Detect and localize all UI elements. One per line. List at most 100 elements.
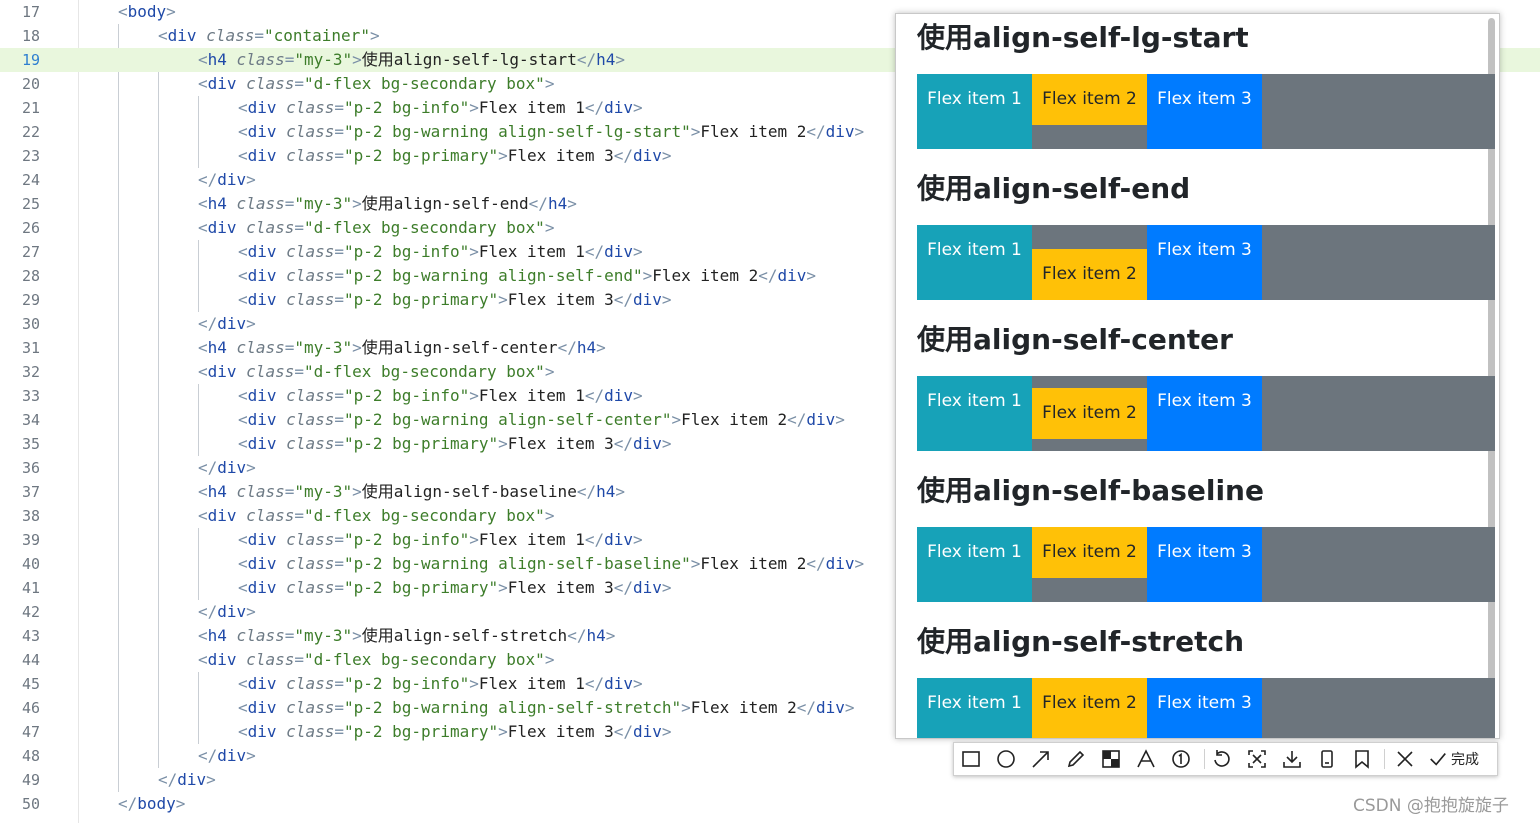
number-icon[interactable] bbox=[1167, 746, 1195, 772]
token-txt: Flex item 1 bbox=[478, 98, 585, 117]
circle-icon[interactable] bbox=[992, 746, 1020, 772]
arrow-icon[interactable] bbox=[1027, 746, 1055, 772]
flex-item-1: Flex item 1 bbox=[917, 678, 1032, 738]
code-line[interactable]: 44<div class="d-flex bg-secondary box"> bbox=[0, 648, 1540, 672]
mosaic-icon[interactable] bbox=[1097, 746, 1125, 772]
line-number: 43 bbox=[21, 627, 40, 645]
token-txt: Flex item 2 bbox=[700, 122, 807, 141]
token-tag: h4 bbox=[207, 50, 237, 69]
ocr-icon[interactable] bbox=[1243, 746, 1271, 772]
token-tag: div bbox=[247, 290, 287, 309]
code-line[interactable]: 23<div class="p-2 bg-primary">Flex item … bbox=[0, 144, 1540, 168]
code-line[interactable]: 30</div> bbox=[0, 312, 1540, 336]
token-br: > bbox=[661, 146, 672, 165]
code-line[interactable]: 32<div class="d-flex bg-secondary box"> bbox=[0, 360, 1540, 384]
code-line[interactable]: 36</div> bbox=[0, 456, 1540, 480]
code-line[interactable]: 17<body> bbox=[0, 0, 1540, 24]
code-line[interactable]: 22<div class="p-2 bg-warning align-self-… bbox=[0, 120, 1540, 144]
code-line[interactable]: 24</div> bbox=[0, 168, 1540, 192]
undo-icon[interactable] bbox=[1208, 746, 1236, 772]
token-br: = bbox=[334, 578, 344, 597]
code-line[interactable]: 28<div class="p-2 bg-warning align-self-… bbox=[0, 264, 1540, 288]
code-line[interactable]: 25<h4 class="my-3">使用align-self-end</h4> bbox=[0, 192, 1540, 216]
token-br: > bbox=[175, 794, 186, 813]
code-line[interactable]: 20<div class="d-flex bg-secondary box"> bbox=[0, 72, 1540, 96]
token-tag: div bbox=[247, 530, 287, 549]
token-tag: h4 bbox=[207, 194, 237, 213]
bookmark-icon[interactable] bbox=[1348, 746, 1376, 772]
token-attr: class bbox=[246, 650, 295, 669]
flex-item-1: Flex item 1 bbox=[917, 74, 1032, 149]
code-line[interactable]: 37<h4 class="my-3">使用align-self-baseline… bbox=[0, 480, 1540, 504]
token-br: = bbox=[334, 674, 344, 693]
code-line[interactable]: 26<div class="d-flex bg-secondary box"> bbox=[0, 216, 1540, 240]
code-line[interactable]: 42</div> bbox=[0, 600, 1540, 624]
code-line[interactable]: 21<div class="p-2 bg-info">Flex item 1</… bbox=[0, 96, 1540, 120]
code-line[interactable]: 34<div class="p-2 bg-warning align-self-… bbox=[0, 408, 1540, 432]
token-br: > bbox=[369, 26, 380, 45]
code-line[interactable]: 45<div class="p-2 bg-info">Flex item 1</… bbox=[0, 672, 1540, 696]
code-line[interactable]: 18<div class="container"> bbox=[0, 24, 1540, 48]
token-br: > bbox=[633, 386, 643, 405]
token-br: > bbox=[246, 602, 256, 621]
token-str: "d-flex bg-secondary box" bbox=[303, 650, 545, 669]
token-br: = bbox=[334, 698, 344, 717]
token-str: "container" bbox=[263, 26, 370, 45]
pin-icon[interactable] bbox=[1313, 746, 1341, 772]
token-br: > bbox=[498, 578, 508, 597]
token-tag: div bbox=[632, 146, 662, 165]
watermark: CSDN @抱抱旋旋子 bbox=[1353, 796, 1509, 816]
code-text: <body> bbox=[118, 0, 176, 24]
token-br: < bbox=[198, 50, 208, 69]
token-str: "p-2 bg-warning align-self-stretch" bbox=[343, 698, 682, 717]
download-icon[interactable] bbox=[1278, 746, 1306, 772]
token-txt: Flex item 3 bbox=[507, 290, 614, 309]
code-line[interactable]: 31<h4 class="my-3">使用align-self-center</… bbox=[0, 336, 1540, 360]
code-line[interactable]: 48</div> bbox=[0, 744, 1540, 768]
code-text: </div> bbox=[198, 168, 256, 192]
token-br: > bbox=[469, 242, 479, 261]
indent-guide bbox=[198, 672, 199, 744]
text-icon[interactable] bbox=[1132, 746, 1160, 772]
code-line[interactable]: 35<div class="p-2 bg-primary">Flex item … bbox=[0, 432, 1540, 456]
code-line[interactable]: 43 <h4 class="my-3">使用align-self-stretch<… bbox=[0, 624, 1540, 648]
done-button[interactable]: 完成 bbox=[1428, 746, 1479, 772]
token-br: > bbox=[469, 674, 479, 693]
code-line[interactable]: 47<div class="p-2 bg-primary">Flex item … bbox=[0, 720, 1540, 744]
code-text: <h4 class="my-3">使用align-self-stretch</h… bbox=[198, 624, 615, 648]
flex-item-1: Flex item 1 bbox=[917, 376, 1032, 451]
toolbar-separator bbox=[1384, 749, 1385, 769]
token-str: "p-2 bg-info" bbox=[343, 386, 470, 405]
code-line[interactable]: 46<div class="p-2 bg-warning align-self-… bbox=[0, 696, 1540, 720]
token-br: = bbox=[294, 74, 304, 93]
code-line[interactable]: 39<div class="p-2 bg-info">Flex item 1</… bbox=[0, 528, 1540, 552]
token-tag: div bbox=[825, 554, 855, 573]
token-br: > bbox=[615, 482, 625, 501]
code-line[interactable]: 29<div class="p-2 bg-primary">Flex item … bbox=[0, 288, 1540, 312]
token-str: "my-3" bbox=[294, 50, 353, 69]
preview-scrollbar[interactable] bbox=[1488, 18, 1495, 718]
code-line[interactable]: 50</body> bbox=[0, 792, 1540, 816]
token-br: = bbox=[284, 194, 295, 213]
code-line[interactable]: 40<div class="p-2 bg-warning align-self-… bbox=[0, 552, 1540, 576]
code-line[interactable]: 49</div> bbox=[0, 768, 1540, 792]
flex-item-2: Flex item 2 bbox=[1032, 388, 1147, 439]
pen-icon[interactable] bbox=[1062, 746, 1090, 772]
token-br: = bbox=[334, 290, 344, 309]
code-text: <div class="p-2 bg-info">Flex item 1</di… bbox=[238, 384, 643, 408]
code-line[interactable]: 41<div class="p-2 bg-primary">Flex item … bbox=[0, 576, 1540, 600]
close-icon[interactable] bbox=[1391, 746, 1419, 772]
code-line[interactable]: 38<div class="d-flex bg-secondary box"> bbox=[0, 504, 1540, 528]
rectangle-icon[interactable] bbox=[957, 746, 985, 772]
code-line[interactable]: 33<div class="p-2 bg-info">Flex item 1</… bbox=[0, 384, 1540, 408]
token-br: = bbox=[294, 362, 304, 381]
token-br: = bbox=[334, 242, 344, 261]
token-attr: class bbox=[286, 698, 335, 717]
screenshot-toolbar: 完成 bbox=[953, 742, 1498, 776]
code-line[interactable]: 27<div class="p-2 bg-info">Flex item 1</… bbox=[0, 240, 1540, 264]
code-text: <div class="p-2 bg-warning align-self-st… bbox=[238, 696, 855, 720]
token-br: </ bbox=[796, 698, 817, 717]
token-txt: Flex item 1 bbox=[478, 674, 585, 693]
